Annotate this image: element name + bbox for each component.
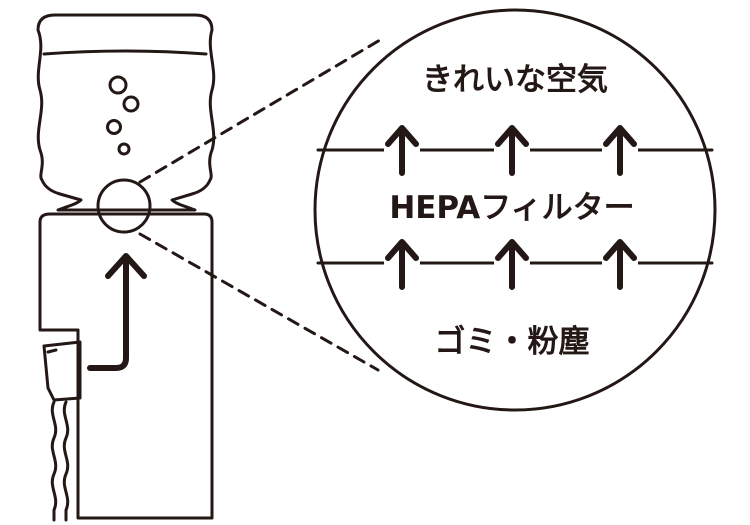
water-bottle xyxy=(36,13,216,212)
arrow-up-icon xyxy=(495,125,529,176)
faucet-detail xyxy=(46,348,58,354)
arrow-up-icon xyxy=(385,239,419,290)
zoom-source-circle xyxy=(96,178,152,234)
faucet xyxy=(42,340,82,402)
airflow-arrow xyxy=(87,255,129,371)
water-level-line xyxy=(42,49,208,56)
water-stream xyxy=(62,400,70,522)
bubble xyxy=(106,119,122,135)
label-dust: ゴミ・粉塵 xyxy=(435,324,590,360)
zoom-connector-top xyxy=(138,38,382,184)
water-stream xyxy=(50,400,58,522)
arrow-up-icon xyxy=(385,125,419,176)
upward-arrows-top xyxy=(384,125,638,176)
arrow-up-icon xyxy=(495,239,529,290)
zoom-detail-circle xyxy=(313,8,717,412)
upward-arrows-bottom xyxy=(384,239,638,290)
server-body xyxy=(38,212,214,520)
bubble xyxy=(117,142,131,156)
label-hepa-filter: HEPAフィルター xyxy=(389,190,634,226)
arrow-up-icon xyxy=(603,125,637,176)
label-clean-air: きれいな空気 xyxy=(422,62,608,98)
bubble xyxy=(108,75,128,95)
zoom-connector-bottom xyxy=(138,232,380,372)
arrow-up-icon xyxy=(603,239,637,290)
bubble xyxy=(122,95,140,113)
airflow-arrowhead xyxy=(105,253,147,279)
